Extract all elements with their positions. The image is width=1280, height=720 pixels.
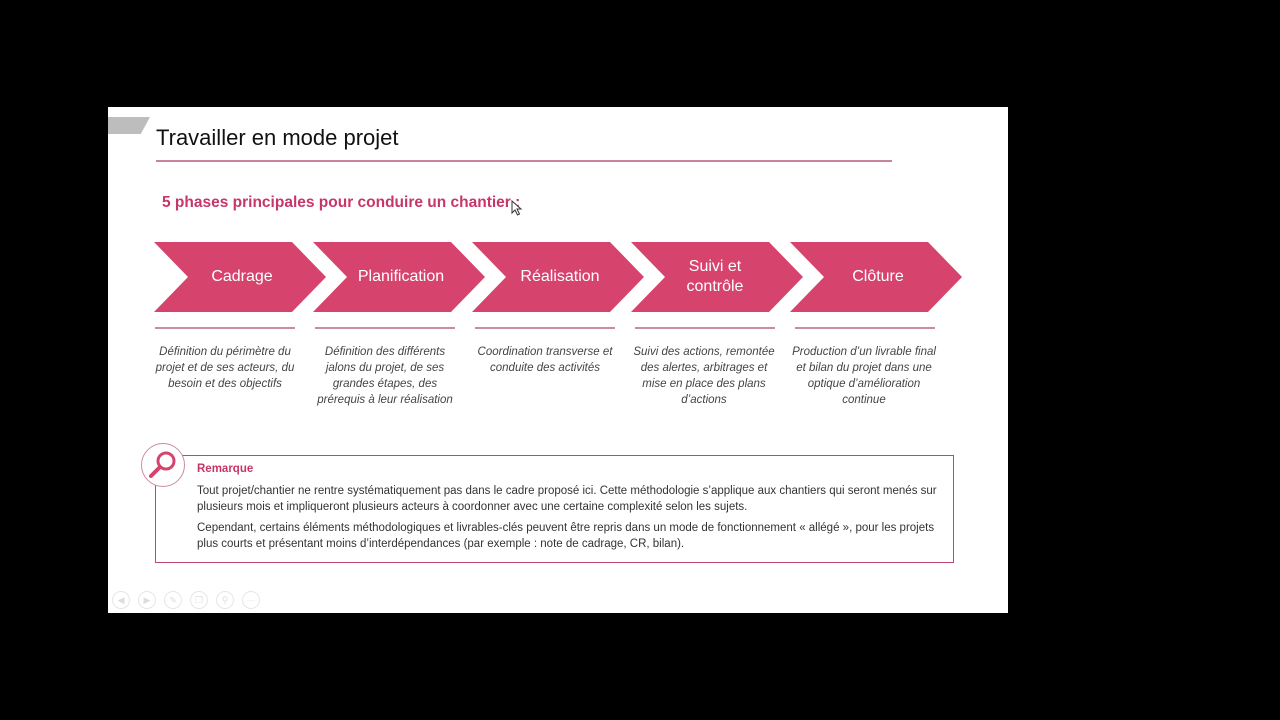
copy-icon[interactable]: ❐ — [190, 591, 208, 609]
zoom-icon[interactable]: ⚲ — [216, 591, 234, 609]
phase-label-planification: Planification — [357, 268, 445, 285]
corner-decoration — [108, 117, 150, 134]
phase-description-suivi: Suivi des actions, remontée des alertes,… — [633, 346, 775, 406]
remark-paragraph-2: Cependant, certains éléments méthodologi… — [197, 522, 935, 550]
phase-description-realisation: Coordination transverse et conduite des … — [477, 346, 613, 374]
phase-rule-5 — [795, 327, 935, 329]
phase-arrow-2 — [313, 242, 485, 312]
magnifier-icon — [141, 443, 185, 487]
slideshow-toolbar: ◀ ▶ ✎ ❐ ⚲ ⋯ — [112, 591, 260, 609]
phase-label-cloture: Clôture — [852, 268, 904, 285]
phase-arrow-1 — [154, 242, 326, 312]
phase-label-suivi: Suivi et contrôle — [686, 258, 744, 295]
phase-label-cadrage: Cadrage — [211, 268, 273, 285]
phase-rule-3 — [475, 327, 615, 329]
presentation-slide: Travailler en mode projet 5 phases princ… — [108, 107, 1008, 613]
phase-arrows-graphic — [154, 242, 962, 312]
phase-arrow-3 — [472, 242, 644, 312]
more-icon[interactable]: ⋯ — [242, 591, 260, 609]
remark-paragraph-1: Tout projet/chantier ne rentre systémati… — [197, 485, 937, 513]
remark-title: Remarque — [197, 463, 254, 475]
next-icon[interactable]: ▶ — [138, 591, 156, 609]
phase-label-realisation: Réalisation — [520, 268, 600, 285]
title-divider — [156, 160, 892, 162]
phase-arrows: Cadrage Planification Réalisation Suivi … — [154, 242, 962, 312]
phase-description-cadrage: Définition du périmètre du projet et de … — [155, 346, 295, 390]
pen-icon[interactable]: ✎ — [164, 591, 182, 609]
slide-subtitle: 5 phases principales pour conduire un ch… — [162, 194, 521, 211]
prev-icon[interactable]: ◀ — [112, 591, 130, 609]
phase-rule-2 — [315, 327, 455, 329]
phase-rule-1 — [155, 327, 295, 329]
phase-description-cloture: Production d’un livrable final et bilan … — [792, 346, 936, 406]
phase-rule-4 — [635, 327, 775, 329]
phase-arrow-4 — [631, 242, 803, 312]
remark-box — [155, 455, 954, 563]
mouse-cursor-icon — [511, 200, 523, 216]
phase-description-planification: Définition des différents jalons du proj… — [317, 346, 453, 406]
slide-title: Travailler en mode projet — [156, 125, 399, 150]
phase-arrow-5 — [790, 242, 962, 312]
